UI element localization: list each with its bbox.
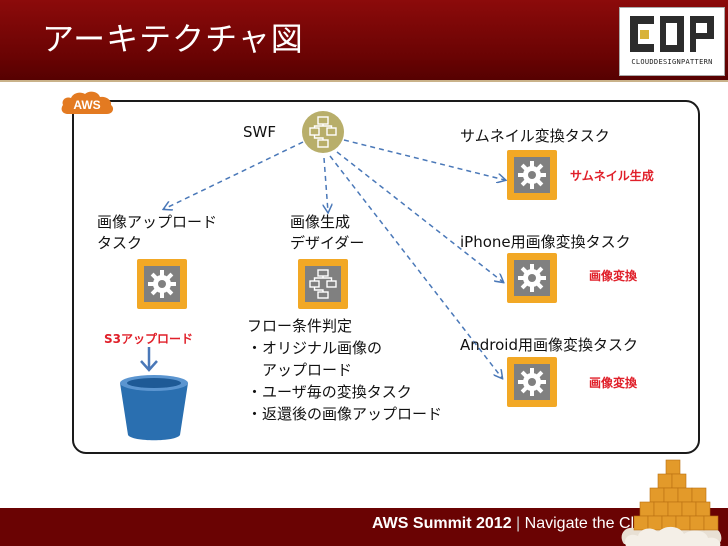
iphone-task-box (507, 253, 557, 303)
thumbnail-task-label: サムネイル変換タスク (460, 127, 610, 145)
android-task-label: Android用画像変換タスク (460, 336, 638, 354)
slide-title: アーキテクチャ図 (42, 20, 304, 58)
down-arrow-icon (140, 347, 158, 372)
flow-line-3: アップロード (247, 361, 353, 379)
thumbnail-tag: サムネイル生成 (570, 169, 654, 183)
arrow-to-thumbnail (343, 139, 505, 180)
footer-separator: | (511, 515, 525, 532)
flow-line-2: ・オリジナル画像の (247, 339, 383, 357)
gear-icon (518, 368, 546, 396)
swf-label: SWF (243, 123, 276, 141)
workflow-icon (309, 269, 337, 299)
cdp-logo: CLOUDDESIGNPATTERN (619, 7, 725, 76)
gear-icon (148, 270, 176, 298)
s3-bucket-icon (120, 375, 188, 441)
footer-bar (0, 508, 728, 546)
gear-icon (518, 264, 546, 292)
title-divider (0, 80, 728, 82)
footer-tagline: Navigate the Cloud (524, 515, 661, 532)
s3-upload-tag: S3アップロード (104, 332, 193, 346)
cloud-cubes-icon (621, 459, 722, 546)
arrow-to-iphone (336, 151, 503, 282)
cdp-logo-mark (630, 16, 714, 52)
flow-line-5: ・返還後の画像アップロード (247, 405, 443, 423)
footer-text: AWS Summit 2012 | Navigate the Cloud (372, 515, 661, 533)
arrow-to-upload (164, 141, 304, 209)
android-tag: 画像変換 (589, 376, 638, 390)
logo-text: CLOUDDESIGNPATTERN (631, 58, 713, 66)
aws-boundary (72, 100, 700, 454)
aws-badge-label: AWS (73, 98, 100, 112)
decider-box (298, 259, 348, 309)
flow-line-1: フロー条件判定 (247, 317, 353, 335)
aws-cloud-icon: AWS (61, 91, 114, 114)
flow-line-4: ・ユーザ毎の変換タスク (247, 383, 412, 401)
upload-task-label-line1: 画像アップロード (97, 213, 218, 231)
title-bar (0, 0, 728, 80)
decider-label-line1: 画像生成 (290, 213, 351, 231)
workflow-icon (302, 111, 344, 153)
iphone-task-label: iPhone用画像変換タスク (460, 233, 631, 251)
thumbnail-task-box (507, 150, 557, 200)
footer-event: AWS Summit 2012 (372, 515, 512, 532)
upload-task-box (137, 259, 187, 309)
android-task-box (507, 357, 557, 407)
arrow-to-android (329, 155, 502, 378)
upload-task-label-line2: タスク (97, 234, 143, 252)
iphone-tag: 画像変換 (589, 269, 638, 283)
arrow-to-decider (324, 157, 328, 212)
gear-icon (518, 161, 546, 189)
decider-label-line2: デザイダー (290, 234, 365, 252)
